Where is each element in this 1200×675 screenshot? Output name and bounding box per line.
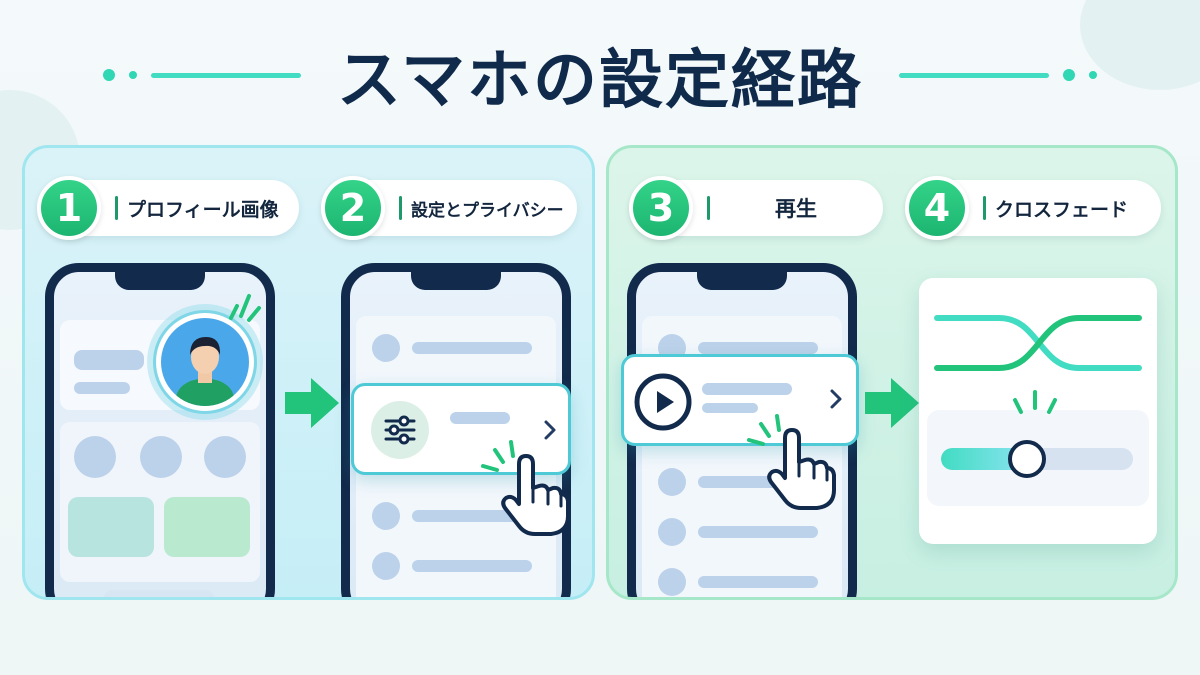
decoration-bar <box>150 72 301 78</box>
placeholder-line <box>702 383 792 395</box>
panel-steps-1-2: 1 プロフィール画像 2 設定とプライバシー <box>22 145 595 600</box>
placeholder-line <box>698 576 818 588</box>
placeholder-circle <box>658 518 686 546</box>
crossfade-slider-panel <box>927 410 1149 506</box>
phone-notch <box>115 272 205 290</box>
placeholder-circle <box>658 468 686 496</box>
placeholder-circle <box>204 436 246 478</box>
play-icon <box>634 373 692 431</box>
crossfade-curves-icon <box>934 315 1142 371</box>
arrow-right-icon <box>865 378 919 428</box>
step-1-label: プロフィール画像 <box>127 198 279 221</box>
placeholder-line <box>74 350 144 370</box>
placeholder-line <box>412 510 532 522</box>
placeholder-line <box>104 590 214 597</box>
step-3-number: 3 <box>629 176 693 240</box>
decoration-bar <box>899 72 1050 78</box>
placeholder-circle <box>140 436 182 478</box>
settings-privacy-row[interactable] <box>351 383 571 475</box>
placeholder-line <box>412 342 532 354</box>
crossfade-slider-thumb[interactable] <box>1008 440 1047 478</box>
crossfade-card <box>919 278 1157 544</box>
placeholder-line <box>450 412 510 424</box>
step-3-label: 再生 <box>775 197 817 221</box>
placeholder-circle <box>658 568 686 596</box>
placeholder-line <box>74 382 130 394</box>
placeholder-line <box>412 560 532 572</box>
step-4-number: 4 <box>905 176 969 240</box>
step-separator <box>707 196 710 220</box>
step-2-number: 2 <box>321 176 385 240</box>
step-3: 3 再生 <box>629 176 883 240</box>
crossfade-slider-fill <box>941 448 1028 470</box>
header: スマホの設定経路 <box>0 30 1200 120</box>
phone-notch <box>697 272 787 290</box>
placeholder-circle <box>372 502 400 530</box>
step-separator <box>115 196 118 220</box>
sliders-icon <box>371 401 429 459</box>
playback-row[interactable] <box>621 354 859 446</box>
placeholder-circle <box>372 334 400 362</box>
tap-sparkle-icon <box>229 294 261 322</box>
arrow-right-icon <box>285 378 339 428</box>
chevron-right-icon <box>830 389 842 409</box>
title-decoration-left <box>102 69 301 81</box>
step-1-number: 1 <box>37 176 101 240</box>
avatar-icon <box>161 318 249 406</box>
placeholder-line <box>702 403 758 413</box>
page-title: スマホの設定経路 <box>336 44 864 118</box>
placeholder-circle <box>372 552 400 580</box>
decoration-dot <box>102 69 115 81</box>
placeholder-tile <box>164 497 250 557</box>
step-separator <box>399 196 402 220</box>
chevron-right-icon <box>544 420 556 440</box>
hand-pointer-icon <box>747 414 836 510</box>
decoration-dot <box>128 71 137 79</box>
step-1: 1 プロフィール画像 <box>37 176 299 240</box>
placeholder-tile <box>68 497 154 557</box>
hand-pointer-icon <box>481 440 570 536</box>
phone-notch <box>411 272 501 290</box>
step-separator <box>983 196 986 220</box>
tap-sparkle-icon <box>1013 390 1057 414</box>
panel-steps-3-4: 3 再生 4 クロスフェード <box>606 145 1178 600</box>
step-2-label: 設定とプライバシー <box>411 200 564 221</box>
step-2: 2 設定とプライバシー <box>321 176 577 240</box>
step-4: 4 クロスフェード <box>905 176 1161 240</box>
placeholder-line <box>698 342 818 354</box>
step-4-label: クロスフェード <box>995 198 1129 221</box>
title-decoration-right <box>899 69 1098 81</box>
placeholder-line <box>698 526 818 538</box>
profile-avatar-button[interactable] <box>153 310 257 414</box>
decoration-dot <box>1063 69 1076 81</box>
decoration-dot <box>1089 71 1098 79</box>
placeholder-circle <box>74 436 116 478</box>
